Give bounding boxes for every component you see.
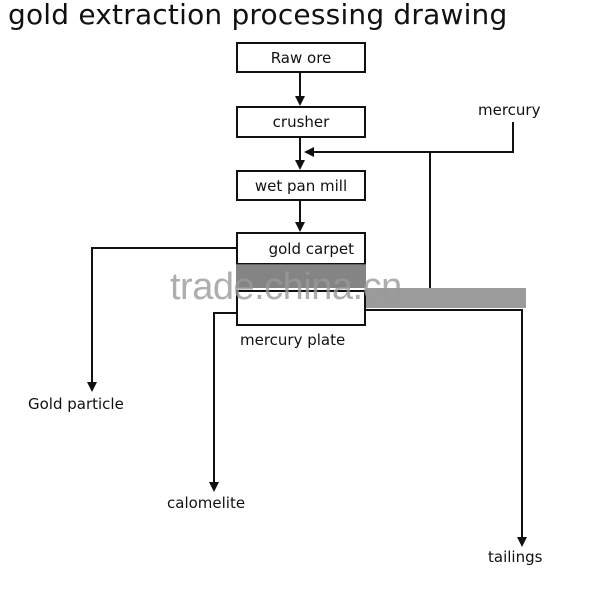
node-mercury-plate-box <box>236 290 366 326</box>
arrow-carpet-to-gold-particle <box>87 247 237 392</box>
arrow-mercury-to-mill <box>304 122 514 157</box>
arrow-plate-to-tailings <box>366 309 527 547</box>
node-wet-pan-mill: wet pan mill <box>236 170 366 201</box>
label-calomelite: calomelite <box>167 494 246 512</box>
node-gold-carpet: gold carpet <box>236 232 366 265</box>
node-crusher: crusher <box>236 106 366 138</box>
label-tailings: tailings <box>488 548 543 566</box>
label-mercury-input: mercury <box>478 101 541 119</box>
node-raw-ore: Raw ore <box>236 42 366 73</box>
watermark-text: trade.china.cn <box>170 266 402 308</box>
watermark-band <box>366 288 526 308</box>
label-gold-particle: Gold particle <box>28 395 124 413</box>
label-mercury-plate: mercury plate <box>240 331 346 349</box>
line-plate-to-calomelite <box>213 312 237 480</box>
diagram-title: gold extraction processing drawing <box>8 0 508 31</box>
watermark-band <box>236 264 366 288</box>
